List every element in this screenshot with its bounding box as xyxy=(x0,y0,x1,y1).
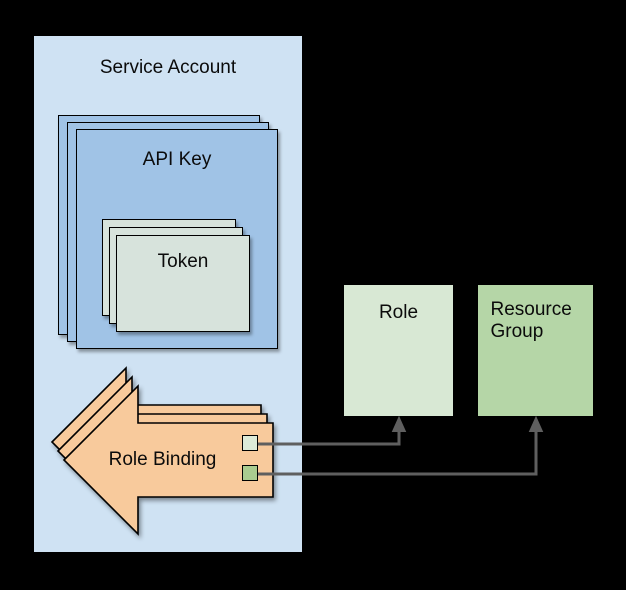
resource-group-box xyxy=(478,285,593,416)
api-key-label: API Key xyxy=(142,149,212,170)
role-box xyxy=(344,285,453,416)
role-binding-label: Role Binding xyxy=(108,449,217,470)
token-card-front xyxy=(116,235,250,332)
resource-group-ref-square xyxy=(242,465,258,481)
resource-group-label-text: Resource Group xyxy=(490,299,572,343)
token-label: Token xyxy=(157,251,209,272)
role-ref-square xyxy=(242,435,258,451)
connector-role-arrowhead-icon xyxy=(391,415,407,432)
service-account-label: Service Account xyxy=(99,57,237,78)
role-label: Role xyxy=(378,302,419,323)
resource-group-label: Resource Group xyxy=(478,299,593,344)
connector-resource-group-arrowhead-icon xyxy=(528,415,544,432)
